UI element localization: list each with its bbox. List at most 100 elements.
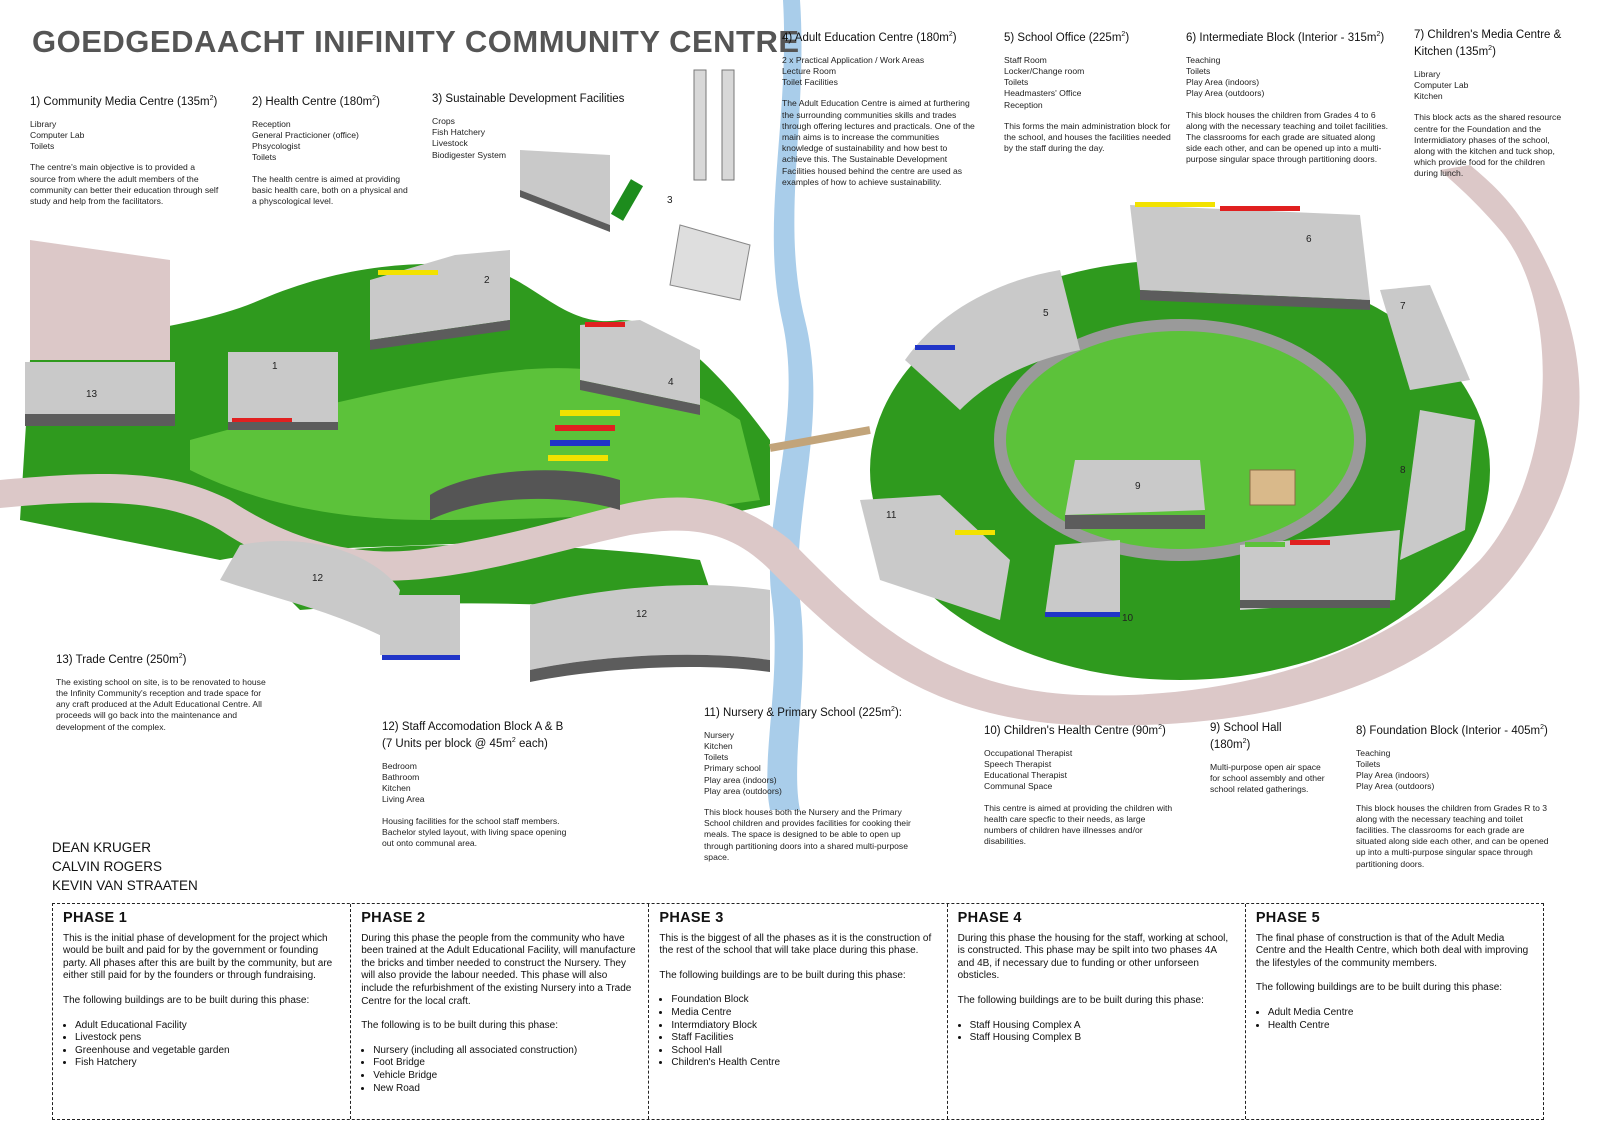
phase-text: This is the initial phase of development… [63,932,333,982]
phase-list: Adult Educational Facility Livestock pen… [63,1020,340,1070]
block-5-items: Staff Room Locker/Change room Toilets He… [1004,54,1085,110]
block-8: 8) Foundation Block (Interior - 405m2) T… [1356,721,1556,870]
map-label-2: 2 [484,275,490,286]
list-item: Vehicle Bridge [373,1070,638,1083]
list-item: Intermdiatory Block [671,1020,936,1033]
phase-text: During this phase the people from the co… [361,932,636,1007]
list-item: Foot Bridge [373,1057,638,1070]
block-5-desc: This forms the main administration block… [1004,120,1171,154]
building-12b [530,585,770,682]
block-5: 5) School Office (225m2) Staff Room Lock… [1004,28,1172,154]
list-item: Fish Hatchery [75,1057,340,1070]
map-label-9: 9 [1135,481,1141,492]
phase-intro: The following is to be built during this… [361,1020,558,1032]
block-12-desc: Housing facilities for the school staff … [382,815,567,849]
block-9: 9) School Hall (180m2) Multi-purpose ope… [1210,721,1330,795]
block-6: 6) Intermediate Block (Interior - 315m2)… [1186,28,1392,166]
phase-title: PHASE 2 [361,910,426,926]
map-label-4: 4 [668,377,674,388]
block-6-heading: 6) Intermediate Block (Interior - 315m2) [1186,31,1385,44]
map-label-7: 7 [1400,301,1406,312]
list-item: Nursery (including all associated constr… [373,1045,638,1058]
phase-list: Adult Media Centre Health Centre [1256,1007,1533,1032]
block-7-items: Library Computer Lab Kitchen [1414,68,1469,102]
building-6 [1130,202,1370,310]
map-label-12b: 12 [636,609,648,620]
phase-intro: The following buildings are to be built … [63,994,310,1006]
block-12-items: Bedroom Bathroom Kitchen Living Area [382,760,425,805]
phase-title: PHASE 5 [1255,910,1320,926]
phase-title: PHASE 1 [63,910,128,926]
block-6-items: Teaching Toilets Play Area (indoors) Pla… [1186,54,1265,99]
phase-3: PHASE 3 This is the biggest of all the p… [649,904,948,1119]
list-item: Staff Housing Complex A [970,1020,1235,1033]
list-item: Staff Housing Complex B [970,1032,1235,1045]
list-item: Adult Media Centre [1268,1007,1533,1020]
authors: DEAN KRUGER CALVIN ROGERS KEVIN VAN STRA… [52,838,198,895]
amphitheatre-seating [548,410,620,461]
list-item: School Hall [671,1045,936,1058]
building-2 [370,250,510,350]
block-6-desc: This block houses the children from Grad… [1186,109,1389,165]
author-name: DEAN KRUGER [52,840,152,855]
block-8-items: Teaching Toilets Play Area (indoors) Pla… [1356,747,1435,792]
map-label-8: 8 [1400,465,1406,476]
block-3-heading: 3) Sustainable Development Facilities [432,93,625,105]
block-11: 11) Nursery & Primary School (225m2): Nu… [704,703,918,863]
author-name: CALVIN ROGERS [52,859,163,874]
block-1-items: Library Computer Lab Toilets [30,118,85,152]
block-9-desc: Multi-purpose open air space for school … [1210,761,1325,795]
phase-text: The final phase of construction is that … [1255,932,1529,969]
block-10-heading: 10) Children's Health Centre (90m2) [984,724,1166,737]
phase-list: Staff Housing Complex A Staff Housing Co… [958,1020,1235,1045]
map-label-5: 5 [1043,308,1049,319]
block-4-desc: The Adult Education Centre is aimed at f… [782,98,975,187]
block-11-items: Nursery Kitchen Toilets Primary school P… [704,729,782,796]
building-1 [228,352,338,430]
building-3 [520,69,751,301]
phase-intro: The following buildings are to be built … [1255,982,1503,994]
building-7 [1380,285,1470,390]
amphitheatre [430,470,620,520]
phase-list: Nursery (including all associated constr… [361,1045,638,1095]
phase-1: PHASE 1 This is the initial phase of dev… [53,904,352,1119]
block-5-heading: 5) School Office (225m2) [1004,31,1130,44]
map-label-10: 10 [1122,613,1134,624]
page-title: GOEDGEDAACHT INIFINITY COMMUNITY CENTRE [32,24,800,59]
phase-title: PHASE 4 [957,910,1022,926]
list-item: Foundation Block [671,994,936,1007]
phase-list: Foundation Block Media Centre Intermdiat… [659,994,936,1070]
author-name: KEVIN VAN STRAATEN [52,878,198,893]
map-label-6: 6 [1306,234,1312,245]
block-8-heading: 8) Foundation Block (Interior - 405m2) [1356,724,1548,737]
phases-table: PHASE 1 This is the initial phase of dev… [52,903,1544,1120]
block-10: 10) Children's Health Centre (90m2) Occu… [984,721,1174,847]
building-12a [220,541,460,660]
phase-text: During this phase the housing for the st… [957,932,1229,982]
list-item: Adult Educational Facility [75,1020,340,1033]
trade-centre-plot [30,240,170,360]
phase-intro: The following buildings are to be built … [957,994,1204,1006]
block-10-items: Occupational Therapist Speech Therapist … [984,747,1073,792]
block-10-desc: This centre is aimed at providing the ch… [984,802,1173,847]
list-item: Greenhouse and vegetable garden [75,1045,340,1058]
block-3-items: Crops Fish Hatchery Livestock Biodigeste… [432,116,507,160]
foot-bridge [769,426,871,452]
building-4 [548,320,700,461]
block-7-desc: This block acts as the shared resource c… [1414,112,1562,179]
block-12: 12) Staff Accomodation Block A & B(7 Uni… [382,720,568,849]
block-4-items: 2 x Practical Application / Work Areas L… [782,54,925,88]
block-4: 4) Adult Education Centre (180m2) 2 x Pr… [782,28,978,188]
block-2-heading: 2) Health Centre (180m2) [252,95,380,108]
map-label-3: 3 [667,195,673,206]
block-11-heading: 11) Nursery & Primary School (225m2): [704,706,902,719]
block-7: 7) Children's Media Centre & Kitchen (13… [1414,28,1564,180]
building-11 [860,495,1010,620]
list-item: New Road [373,1083,638,1096]
phase-4: PHASE 4 During this phase the housing fo… [948,904,1246,1119]
block-2-items: Reception General Practicioner (office) … [252,118,359,163]
map-label-13: 13 [86,389,98,400]
block-12-heading: 12) Staff Accomodation Block A & B(7 Uni… [382,721,564,750]
list-item: Children's Health Centre [671,1057,936,1070]
